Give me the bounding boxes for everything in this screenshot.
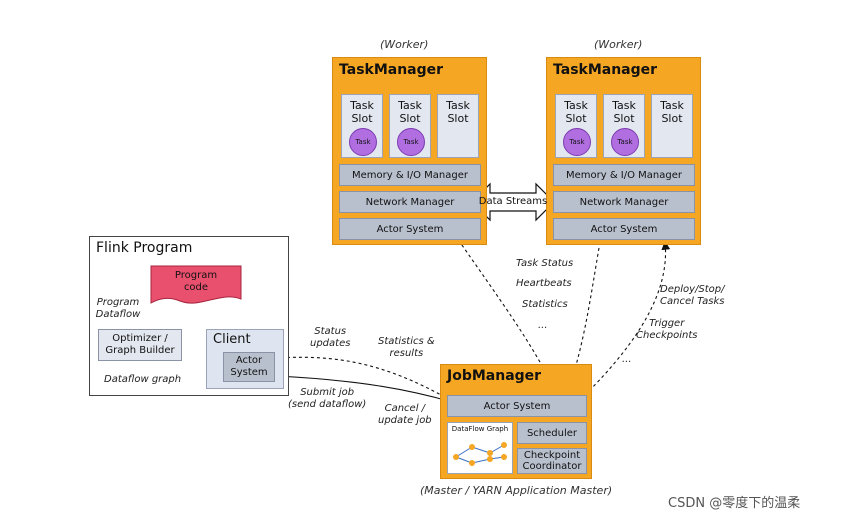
- status-line: Status: [314, 326, 347, 337]
- jobmanager-box: JobManager Actor System DataFlow Graph S…: [440, 364, 592, 479]
- submit-line: (send dataflow): [288, 399, 367, 410]
- tm1-memory-io-manager: Memory & I/O Manager: [339, 164, 481, 186]
- slot-label: Task: [398, 99, 422, 112]
- task-circle: Task: [397, 128, 425, 156]
- slot-label: Slot: [351, 112, 373, 125]
- client-box: Client Actor System: [206, 329, 284, 389]
- client-jm-submit-arrow: [274, 375, 454, 405]
- optimizer-line: Graph Builder: [105, 345, 175, 356]
- submit-line: Submit job: [300, 387, 355, 398]
- tm2-memory-io-manager: Memory & I/O Manager: [553, 164, 695, 186]
- deploy-stop-cancel-label: Deploy/Stop/ Cancel Tasks: [660, 284, 725, 308]
- jobmanager-actor-system: Actor System: [447, 395, 587, 417]
- tm2-network-manager: Network Manager: [553, 191, 695, 213]
- program-code-line: code: [183, 282, 209, 293]
- optimizer-line: Optimizer /: [112, 333, 168, 344]
- program-code-label: Program code: [150, 270, 242, 294]
- jm-tm2-deploy-arrow: [584, 240, 671, 396]
- slot-label: Slot: [661, 112, 683, 125]
- slot-label: Task: [350, 99, 374, 112]
- dataflow-graph-icon: [453, 442, 507, 466]
- slot-label: Task: [660, 99, 684, 112]
- scheduler: Scheduler: [517, 422, 587, 444]
- program-dataflow-label: Program Dataflow: [90, 297, 146, 321]
- ellipsis-2: ...: [622, 354, 632, 365]
- cancel-line: Cancel /: [384, 403, 426, 414]
- worker2-role-label: (Worker): [594, 38, 643, 51]
- dataflow-graph-label: Dataflow graph: [104, 374, 182, 385]
- slot-label: Task: [612, 99, 636, 112]
- program-code-shape: [150, 265, 242, 304]
- stats-results-line: Statistics &: [378, 336, 435, 347]
- program-code-line: Program: [174, 270, 218, 281]
- deploy-line: Deploy/Stop/: [660, 284, 725, 295]
- client-actor-line: Actor: [235, 355, 263, 366]
- slot-label: Task: [564, 99, 588, 112]
- status-updates-label: Status updates: [310, 326, 350, 350]
- slot-label: Task: [446, 99, 470, 112]
- optimizer-graph-builder: Optimizer / Graph Builder: [98, 329, 182, 361]
- trigger-line: Trigger: [649, 318, 685, 329]
- flink-program-title: Flink Program: [96, 240, 193, 256]
- taskmanager-2-title: TaskManager: [553, 62, 658, 78]
- data-streams-label: Data Streams: [478, 196, 548, 207]
- flink-program-box: Flink Program Program code Program Dataf…: [89, 236, 289, 396]
- taskmanager-2: TaskManager Task Slot Task Task Slot Tas…: [546, 57, 701, 245]
- heartbeats-label: Heartbeats: [516, 278, 572, 289]
- tm1-network-manager: Network Manager: [339, 191, 481, 213]
- tm2-task-slot-1: Task Slot Task: [555, 94, 597, 158]
- tm1-task-slot-3: Task Slot: [437, 94, 479, 158]
- tm2-task-slot-3: Task Slot: [651, 94, 693, 158]
- worker1-role-label: (Worker): [380, 38, 429, 51]
- statistics-results-label: Statistics & results: [378, 336, 435, 360]
- cancel-line: update job: [378, 415, 432, 426]
- task-status-label: Task Status: [516, 258, 574, 269]
- tm2-task-slot-2: Task Slot Task: [603, 94, 645, 158]
- tm2-jm-status-arrow: [566, 241, 601, 394]
- csdn-watermark: CSDN @零度下的温柔: [668, 496, 801, 511]
- tm1-task-slot-1: Task Slot Task: [341, 94, 383, 158]
- trigger-checkpoints-label: Trigger Checkpoints: [636, 318, 697, 342]
- tm1-task-slot-2: Task Slot Task: [389, 94, 431, 158]
- cancel-update-label: Cancel / update job: [378, 403, 432, 427]
- dataflow-graph-panel: DataFlow Graph: [447, 422, 513, 474]
- slot-label: Slot: [447, 112, 469, 125]
- ellipsis-1: ...: [538, 320, 548, 331]
- trigger-line: Checkpoints: [636, 330, 698, 341]
- task-circle: Task: [563, 128, 591, 156]
- stats-results-line: results: [389, 348, 424, 359]
- program-dataflow-line: Program: [96, 297, 140, 308]
- tm2-actor-system: Actor System: [553, 218, 695, 240]
- slot-label: Slot: [613, 112, 635, 125]
- status-line: updates: [310, 338, 351, 349]
- checkpoint-line: Coordinator: [522, 461, 582, 472]
- program-dataflow-line: Dataflow: [95, 309, 141, 320]
- statistics-label: Statistics: [522, 299, 568, 310]
- client-actor-line: System: [230, 367, 268, 378]
- submit-job-label: Submit job (send dataflow): [288, 387, 366, 411]
- task-circle: Task: [611, 128, 639, 156]
- taskmanager-1: TaskManager Task Slot Task Task Slot Tas…: [332, 57, 487, 245]
- task-circle: Task: [349, 128, 377, 156]
- client-title: Client: [213, 332, 251, 347]
- taskmanager-1-title: TaskManager: [339, 62, 444, 78]
- slot-label: Slot: [399, 112, 421, 125]
- slot-label: Slot: [565, 112, 587, 125]
- dataflow-graph-title: DataFlow Graph: [451, 425, 509, 433]
- jobmanager-title: JobManager: [447, 368, 542, 384]
- checkpoint-coordinator: Checkpoint Coordinator: [517, 448, 587, 474]
- master-label: (Master / YARN Application Master): [420, 484, 613, 497]
- checkpoint-line: Checkpoint: [523, 450, 581, 461]
- deploy-line: Cancel Tasks: [660, 296, 725, 307]
- client-actor-system: Actor System: [223, 352, 275, 382]
- tm1-actor-system: Actor System: [339, 218, 481, 240]
